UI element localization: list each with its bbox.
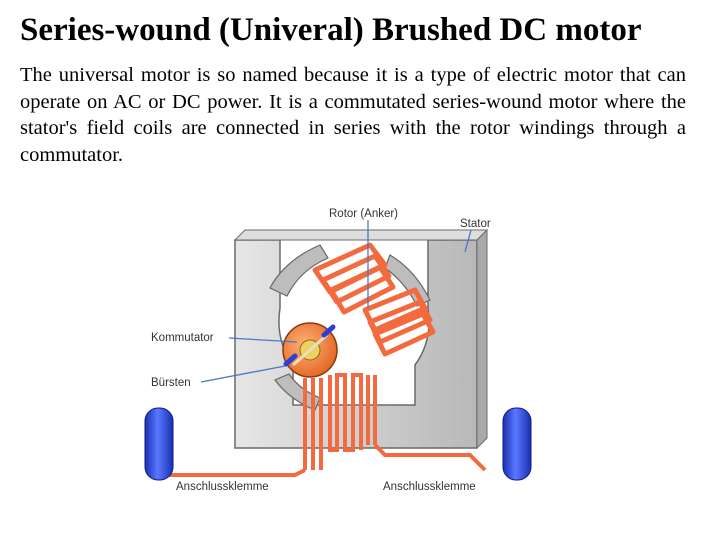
- brushes: [283, 324, 336, 367]
- label-commutator: Kommutator: [151, 332, 214, 344]
- field-coils: [154, 373, 487, 477]
- label-terminal-left: Anschlussklemme: [176, 481, 269, 493]
- leader-lines: [200, 220, 472, 383]
- label-brushes: Bürsten: [151, 377, 191, 389]
- label-rotor: Rotor (Anker): [329, 208, 398, 220]
- terminal-right: [502, 407, 532, 481]
- rotor-winding: [312, 242, 436, 357]
- body-paragraph: The universal motor is so named because …: [20, 64, 686, 166]
- universal-motor-diagram: Rotor (Anker) Stator Kommutator Bürsten …: [144, 208, 532, 493]
- terminal-left: [144, 407, 174, 481]
- label-terminal-right: Anschlussklemme: [383, 481, 476, 493]
- stator-core: [233, 228, 489, 450]
- slide-title: Series-wound (Univeral) Brushed DC motor: [20, 12, 642, 48]
- label-stator: Stator: [460, 218, 491, 230]
